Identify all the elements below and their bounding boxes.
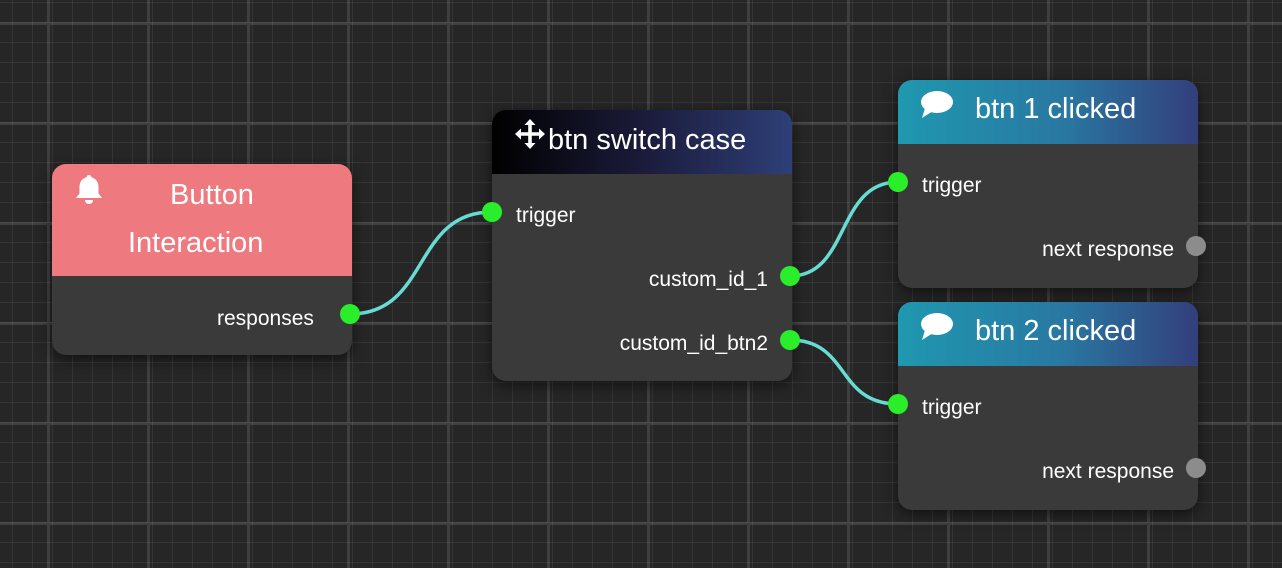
- node-title: Button: [170, 179, 254, 211]
- connection-responses-to-trigger[interactable]: [349, 210, 493, 316]
- move-icon: [515, 119, 545, 149]
- node-header[interactable]: btn 2 clicked: [898, 302, 1198, 366]
- node-title: btn 1 clicked: [975, 93, 1137, 125]
- node-button-interaction[interactable]: Button Interaction responses: [52, 164, 360, 355]
- node-switch-case[interactable]: btn switch case trigger custom_id_1 cust…: [482, 110, 800, 381]
- output-label-custom-id-btn2: custom_id_btn2: [619, 332, 768, 355]
- input-label-trigger: trigger: [922, 174, 982, 197]
- input-label-trigger: trigger: [922, 396, 982, 419]
- node-title: btn switch case: [548, 124, 747, 156]
- node-btn1-clicked[interactable]: btn 1 clicked trigger next response: [888, 80, 1206, 288]
- output-label-next-response: next response: [1042, 460, 1174, 483]
- node-title: btn 2 clicked: [975, 315, 1137, 347]
- node-header[interactable]: Button Interaction: [52, 164, 352, 276]
- output-label-responses: responses: [217, 307, 314, 330]
- input-port-trigger[interactable]: [888, 172, 908, 192]
- chat-bubble-icon: [921, 91, 953, 118]
- input-label-trigger: trigger: [516, 204, 576, 227]
- node-title-line2: Interaction: [128, 227, 264, 259]
- bell-icon: [76, 175, 102, 204]
- chat-bubble-icon: [921, 313, 953, 340]
- output-port-responses[interactable]: [340, 304, 360, 324]
- node-btn2-clicked[interactable]: btn 2 clicked trigger next response: [888, 302, 1206, 510]
- connection-custom-id-1-to-btn1-trigger[interactable]: [789, 180, 899, 278]
- output-port-next-response[interactable]: [1186, 458, 1206, 478]
- input-port-trigger[interactable]: [888, 394, 908, 414]
- output-port-custom-id-1[interactable]: [780, 266, 800, 286]
- node-header[interactable]: btn 1 clicked: [898, 80, 1198, 144]
- input-port-trigger[interactable]: [482, 202, 502, 222]
- node-header[interactable]: btn switch case: [492, 110, 792, 174]
- output-port-next-response[interactable]: [1186, 236, 1206, 256]
- output-label-next-response: next response: [1042, 238, 1174, 261]
- connection-custom-id-btn2-to-btn2-trigger[interactable]: [789, 338, 899, 406]
- output-port-custom-id-btn2[interactable]: [780, 330, 800, 350]
- output-label-custom-id-1: custom_id_1: [648, 268, 768, 291]
